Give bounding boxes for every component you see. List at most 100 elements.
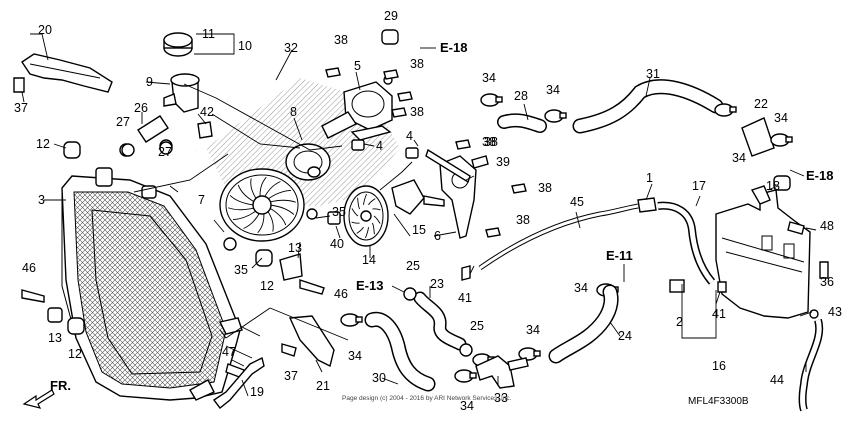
bolt-38[interactable]	[397, 91, 413, 102]
hose-45-inner	[479, 204, 639, 270]
callout-number: 44	[770, 373, 784, 387]
filler-neck[interactable]	[163, 73, 200, 113]
second-fan[interactable]	[343, 185, 389, 247]
callout-number: 12	[36, 137, 50, 151]
collar-35-left[interactable]	[223, 237, 237, 251]
hose-clamp-tab	[729, 106, 737, 113]
hose-24-inner	[550, 286, 618, 362]
bolt-39[interactable]	[471, 155, 489, 169]
callout-number: 46	[334, 287, 348, 301]
callout-number: 27	[116, 115, 130, 129]
callout-number: 18	[766, 179, 780, 193]
callout-number: 12	[68, 347, 82, 361]
callout-number: 12	[260, 279, 274, 293]
callout-number: 31	[646, 67, 660, 81]
nut-40[interactable]	[327, 211, 341, 225]
bolt-37-top[interactable]	[13, 77, 25, 93]
callout-number: 38	[482, 135, 496, 149]
bracket-13[interactable]	[279, 253, 303, 281]
callout-number: 34	[348, 349, 362, 363]
clip-41-mid[interactable]	[461, 265, 471, 281]
clip-25-top[interactable]	[403, 287, 417, 301]
callout-number: 38	[410, 105, 424, 119]
bolt-38[interactable]	[325, 67, 341, 78]
clip-4-mid[interactable]	[351, 139, 365, 151]
hose-clip-29[interactable]	[381, 29, 399, 45]
bolt-38[interactable]	[391, 107, 407, 118]
hose-31-inner	[574, 80, 722, 132]
callout-number: 32	[284, 41, 298, 55]
ref-e11: E-11	[606, 248, 633, 263]
joint-1[interactable]	[637, 197, 657, 213]
reserve-tank[interactable]	[715, 185, 811, 319]
bolt-36[interactable]	[819, 261, 829, 279]
callout-number: 46	[22, 261, 36, 275]
pipe-33[interactable]	[507, 357, 529, 371]
fan-blade	[357, 197, 360, 210]
grommet-12-mid[interactable]	[255, 249, 273, 267]
ref-e18-right-arrow	[789, 169, 805, 177]
bolt-38[interactable]	[511, 183, 527, 194]
callout-number: 9	[146, 75, 153, 89]
collar-13-left[interactable]	[47, 307, 63, 323]
bolt-42[interactable]	[197, 121, 213, 139]
clamp-27-left[interactable]	[121, 143, 135, 157]
front-direction-arrow: FR.	[22, 378, 71, 409]
callout-number: 33	[494, 391, 508, 405]
callout-number: 27	[158, 145, 172, 159]
bolt-48[interactable]	[787, 221, 805, 235]
bolt-46-mid[interactable]	[299, 279, 325, 295]
callout-number: 22	[754, 97, 768, 111]
lower-bracket[interactable]	[212, 356, 265, 409]
callout-number: 2	[676, 315, 683, 329]
ref-e18-top: E-18	[440, 40, 467, 55]
grommet-12-top[interactable]	[63, 141, 81, 159]
callout-number: 10	[238, 39, 252, 53]
radiator[interactable]	[61, 167, 243, 401]
callout-number: 34	[774, 111, 788, 125]
callout-number: 35	[332, 205, 346, 219]
hose-joint-22[interactable]	[741, 117, 775, 157]
radiator-bracket[interactable]	[21, 53, 113, 93]
collar-35-mid[interactable]	[306, 208, 318, 220]
bracket-21[interactable]	[288, 315, 335, 368]
callout-number: 26	[134, 101, 148, 115]
fitting-43[interactable]	[809, 309, 819, 319]
callout-number: 28	[514, 89, 528, 103]
clip-18[interactable]	[773, 175, 791, 191]
fan-motor[interactable]	[285, 143, 331, 181]
bolt-38[interactable]	[485, 227, 501, 238]
radiator-cap[interactable]	[163, 32, 193, 57]
callout-number: 43	[828, 305, 842, 319]
clip-25-bottom[interactable]	[459, 343, 473, 357]
callout-number: 37	[284, 369, 298, 383]
clip-41-right[interactable]	[717, 281, 727, 293]
joint-33[interactable]	[475, 355, 515, 389]
callout-number: 36	[820, 275, 834, 289]
callout-number: 29	[384, 9, 398, 23]
hose-clamp-tab	[785, 136, 793, 143]
ref-e13-arrow	[391, 285, 405, 293]
callout-number: 34	[732, 151, 746, 165]
fan-blade	[269, 204, 295, 215]
water-pump-cover[interactable]	[425, 148, 477, 239]
pad-2[interactable]	[669, 279, 685, 293]
callout-number: 16	[712, 359, 726, 373]
bolt-38[interactable]	[383, 69, 399, 80]
clamp-27-right[interactable]	[159, 141, 173, 155]
front-label: FR.	[50, 378, 71, 393]
bolt-38[interactable]	[455, 139, 471, 150]
thermostat-housing[interactable]	[321, 75, 393, 141]
fan-assembly[interactable]	[219, 168, 305, 242]
callout-number: 39	[496, 155, 510, 169]
grommet-12-bottom[interactable]	[67, 317, 85, 335]
bolt-37-bottom[interactable]	[281, 343, 297, 357]
bolt-46-left[interactable]	[21, 289, 45, 303]
callout-number: 8	[290, 105, 297, 119]
clip-4-top[interactable]	[405, 147, 419, 159]
callout-number: 34	[460, 399, 474, 413]
callout-number: 40	[330, 237, 344, 251]
fan-motor-bracket[interactable]	[391, 179, 445, 215]
callout-number: 45	[570, 195, 584, 209]
